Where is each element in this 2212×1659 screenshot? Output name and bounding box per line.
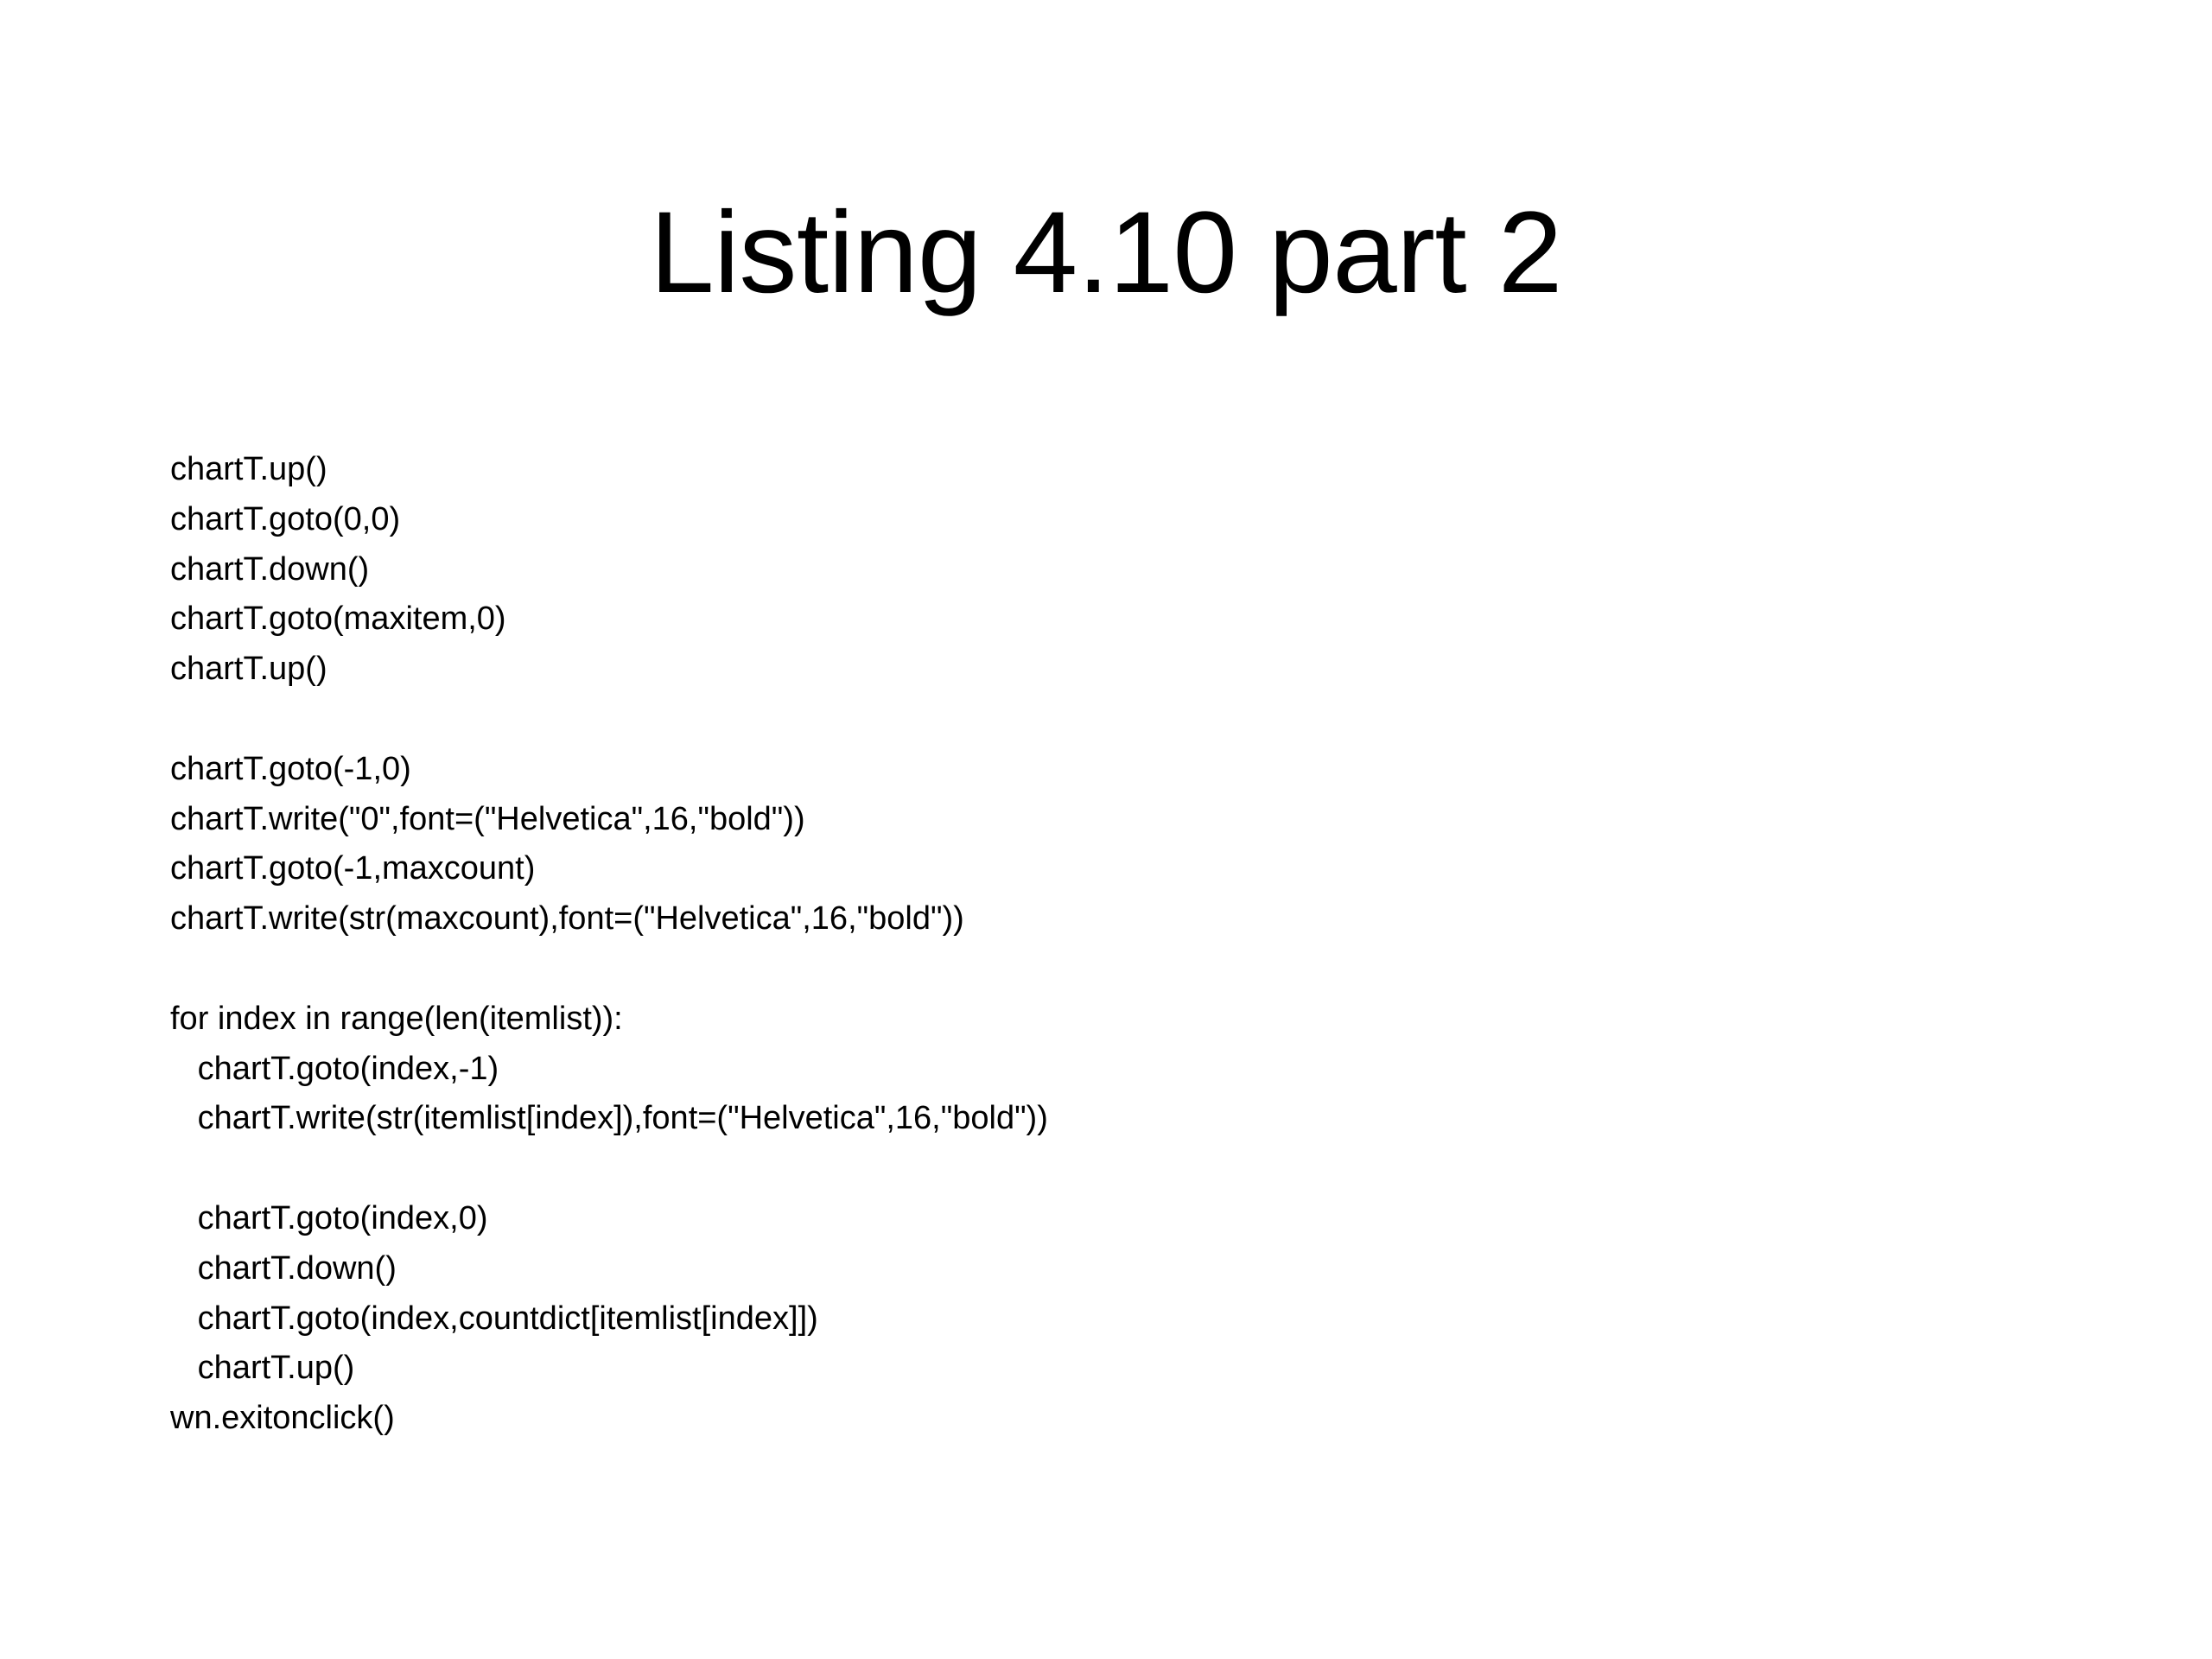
code-line: chartT.write(str(itemlist[index]),font=(… — [170, 1100, 1048, 1137]
code-line: wn.exitonclick() — [170, 1400, 395, 1437]
code-line: chartT.goto(-1,0) — [170, 750, 411, 787]
code-line: chartT.down() — [170, 550, 370, 588]
code-line: chartT.up() — [170, 451, 327, 487]
code-line: chartT.up() — [170, 1350, 355, 1387]
code-line: chartT.goto(maxitem,0) — [170, 601, 506, 638]
code-line: chartT.goto(index,-1) — [170, 1050, 499, 1087]
code-line: chartT.up() — [170, 651, 327, 688]
code-line: chartT.write(str(maxcount),font=("Helvet… — [170, 900, 964, 938]
code-line: chartT.goto(index,0) — [170, 1199, 488, 1236]
code-line: chartT.down() — [170, 1249, 397, 1287]
code-line: chartT.goto(-1,maxcount) — [170, 850, 536, 887]
code-line: for index in range(len(itemlist)): — [170, 1000, 623, 1037]
code-line: chartT.goto(0,0) — [170, 500, 401, 537]
code-line-blank — [170, 695, 2071, 745]
code-line-blank — [170, 944, 2071, 995]
code-block: chartT.up() chartT.goto(0,0) chartT.down()… — [170, 445, 2071, 1444]
code-line-blank — [170, 1144, 2071, 1194]
code-line: chartT.write("0",font=("Helvetica",16,"b… — [170, 800, 805, 837]
page-title: Listing 4.10 part 2 — [650, 188, 1562, 317]
code-line: chartT.goto(index,countdict[itemlist[ind… — [170, 1300, 818, 1337]
